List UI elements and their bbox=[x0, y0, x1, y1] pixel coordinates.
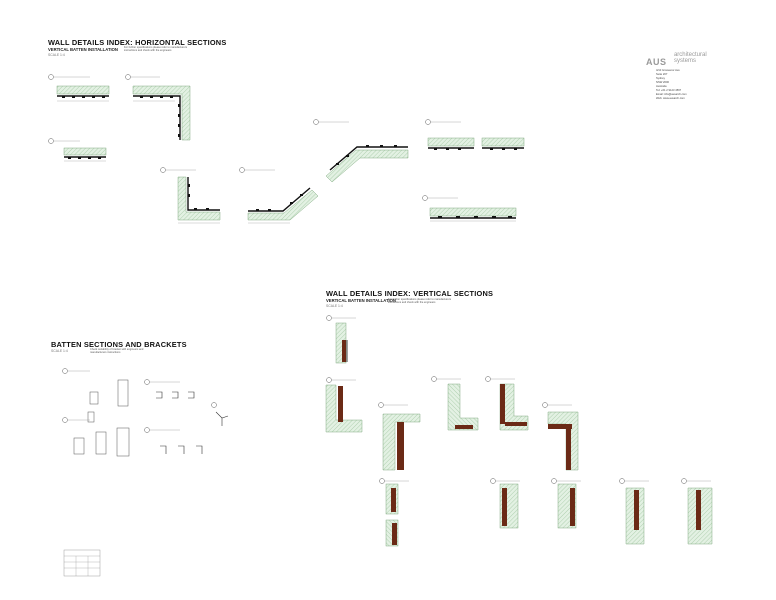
horizontal-detail-angled-wall-a bbox=[247, 187, 319, 224]
horizontal-detail-internal-corner bbox=[177, 176, 221, 224]
vertical-detail-row3-b bbox=[499, 483, 519, 529]
company-email: Email: info@ausarch.com bbox=[656, 93, 687, 96]
horizontal-sections-subtitle: VERTICAL BATTEN INSTALLATION bbox=[48, 47, 118, 52]
vertical-sections-scale: SCALE 1:4 bbox=[326, 304, 343, 308]
batten-tags bbox=[62, 368, 217, 433]
vertical-detail-row3-c bbox=[557, 483, 577, 529]
vertical-detail-row3-a bbox=[385, 483, 399, 547]
batten-sections-title: BATTEN SECTIONS AND BRACKETS bbox=[51, 340, 187, 349]
address-line: Suite 207 bbox=[656, 73, 668, 76]
vertical-detail-tags bbox=[326, 315, 711, 484]
logo-line-2: systems bbox=[673, 58, 696, 64]
horizontal-sections-scale: SCALE 1:4 bbox=[48, 53, 65, 57]
address-line: Sydney bbox=[656, 77, 665, 80]
batten-profiles bbox=[73, 379, 130, 457]
horizontal-detail-straight-wall bbox=[56, 85, 110, 102]
title-block-table bbox=[63, 549, 101, 577]
vertical-detail-soffit-b bbox=[499, 383, 529, 431]
vertical-detail-sill bbox=[547, 411, 579, 471]
vertical-sections-title: WALL DETAILS INDEX: VERTICAL SECTIONS bbox=[326, 289, 494, 298]
vertical-detail-base-left bbox=[325, 384, 363, 433]
company-address: 4/10 Grosvenor Ave Suite 207 Sydney NSW … bbox=[656, 69, 687, 101]
company-logo: AUS architectural systems bbox=[646, 52, 736, 70]
horizontal-detail-tags bbox=[48, 74, 461, 201]
horizontal-detail-expansion-joint bbox=[427, 137, 525, 150]
vertical-detail-tall-wall bbox=[382, 413, 421, 471]
vertical-detail-head bbox=[335, 322, 348, 364]
vertical-sections-subtitle: VERTICAL BATTEN INSTALLATION bbox=[326, 298, 396, 303]
logo-mark: AUS bbox=[646, 57, 667, 67]
address-line: Australia bbox=[656, 85, 667, 88]
horizontal-detail-external-corner bbox=[132, 85, 191, 141]
horizontal-detail-angled-wall-b bbox=[325, 145, 409, 183]
company-web: Web: www.ausarch.com bbox=[656, 97, 685, 100]
horizontal-sections-note: For further specifications please refer … bbox=[124, 46, 187, 53]
logo-line-1: architectural bbox=[673, 52, 707, 58]
vertical-detail-soffit-a bbox=[447, 383, 479, 431]
vertical-detail-row3-d bbox=[625, 487, 645, 545]
address-line: 4/10 Grosvenor Ave bbox=[656, 69, 680, 72]
horizontal-detail-wall-with-joint bbox=[63, 147, 107, 162]
address-line: NSW 2000 bbox=[656, 81, 669, 84]
horizontal-sections-title: WALL DETAILS INDEX: HORIZONTAL SECTIONS bbox=[48, 38, 227, 47]
horizontal-detail-long-wall bbox=[429, 207, 517, 222]
vertical-sections-note: For further specifications please refer … bbox=[388, 298, 451, 305]
batten-sections-scale: SCALE 1:4 bbox=[51, 349, 68, 353]
batten-sections-note: Check suitability of bracket with engine… bbox=[90, 348, 144, 355]
bracket-profiles bbox=[156, 391, 229, 454]
vertical-detail-row3-e bbox=[687, 487, 713, 545]
company-tel: Tel: +61 2 9123 4567 bbox=[656, 89, 682, 92]
